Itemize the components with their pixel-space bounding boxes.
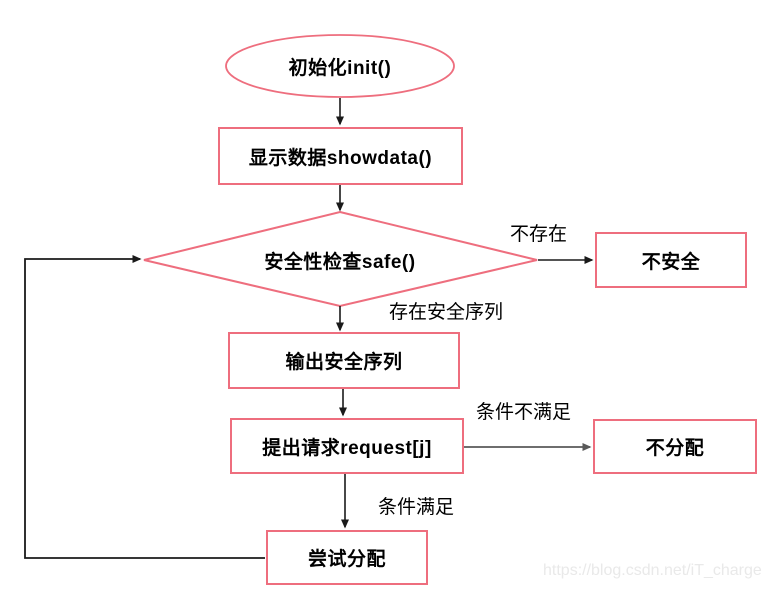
node-try-alloc: 尝试分配 — [266, 530, 428, 585]
edge-label-cond-met: 条件满足 — [378, 497, 455, 518]
node-showdata: 显示数据showdata() — [218, 127, 463, 185]
edge-label-exist-seq: 存在安全序列 — [389, 302, 504, 323]
node-init-label: 初始化init() — [288, 57, 392, 79]
edge-tryalloc-loop-safe — [24, 255, 265, 559]
node-init-shape — [225, 34, 455, 98]
node-unsafe-label: 不安全 — [641, 251, 701, 273]
node-output-seq-label: 输出安全序列 — [285, 352, 403, 373]
edge-label-cond-not-met: 条件不满足 — [476, 402, 572, 423]
node-safe: 安全性检查safe() — [210, 243, 470, 277]
node-try-alloc-label: 尝试分配 — [307, 549, 386, 570]
node-no-alloc: 不分配 — [593, 419, 757, 474]
node-init: 初始化init() — [228, 38, 452, 94]
watermark-url: https://blog.csdn.net/iT_charge — [543, 562, 762, 579]
node-request: 提出请求request[j] — [230, 418, 464, 474]
edge-label-not-exist: 不存在 — [510, 224, 568, 245]
node-no-alloc-label: 不分配 — [645, 438, 705, 459]
node-request-label: 提出请求request[j] — [262, 437, 432, 459]
node-safe-label: 安全性检查safe() — [264, 251, 416, 273]
node-output-seq: 输出安全序列 — [228, 332, 460, 389]
node-showdata-label: 显示数据showdata() — [248, 147, 433, 169]
node-unsafe: 不安全 — [595, 232, 747, 288]
